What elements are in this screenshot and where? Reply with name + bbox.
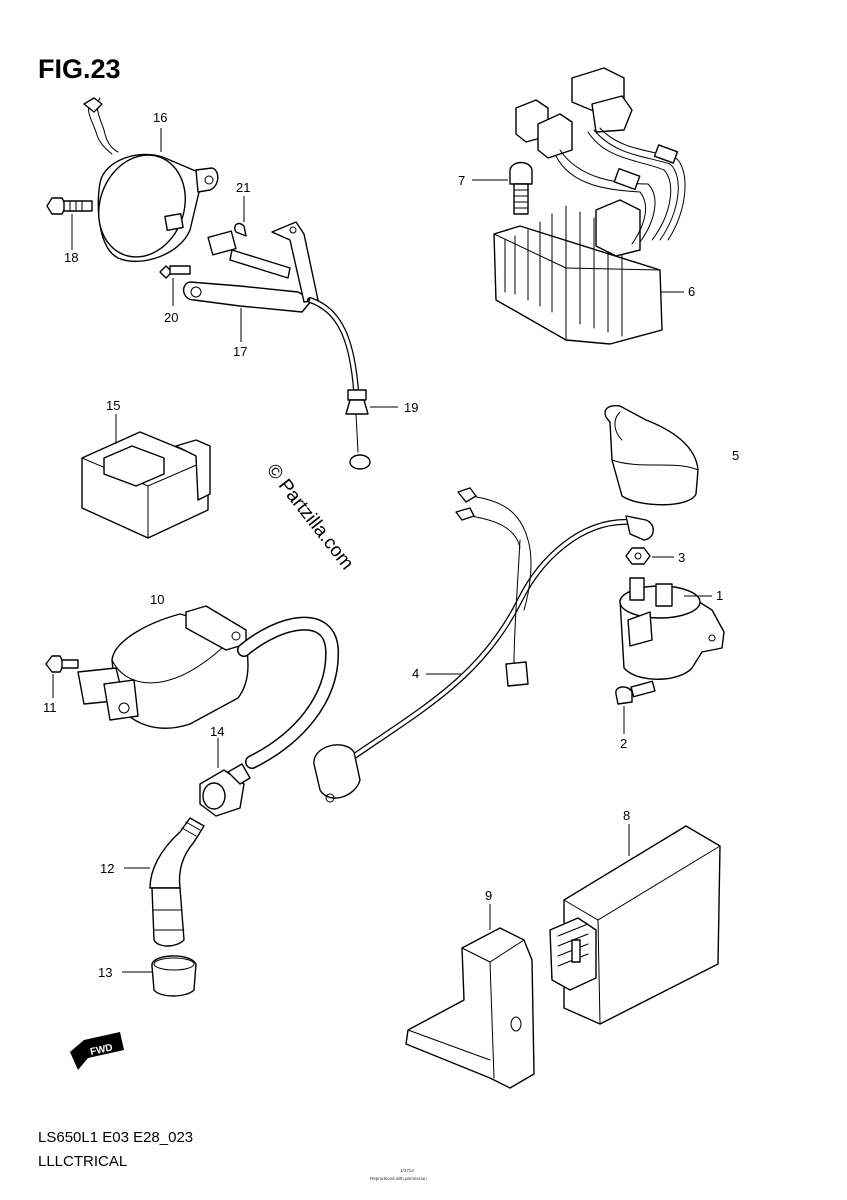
callout-16: 16 (153, 110, 167, 125)
small-print-2: Reproduced with permission (370, 1176, 427, 1181)
callout-6: 6 (688, 284, 695, 299)
callout-14: 14 (210, 724, 224, 739)
part-10-ignition-coil (77, 605, 249, 729)
part-21-clip (234, 222, 247, 237)
callout-12: 12 (100, 861, 114, 876)
callout-4: 4 (412, 666, 419, 681)
callout-13: 13 (98, 965, 112, 980)
figure-title: FIG.23 (38, 54, 121, 84)
part-19-switch (307, 297, 371, 470)
section-name: LLLCTRICAL (38, 1153, 127, 1170)
part-14-seal (199, 763, 251, 817)
callout-2: 2 (620, 736, 627, 751)
callout-7: 7 (458, 173, 465, 188)
watermark: © Partzilla.com (262, 460, 357, 574)
callout-1: 1 (716, 588, 723, 603)
part-9-bracket (405, 927, 535, 1089)
part-6-regulator (493, 67, 686, 345)
part-11-bolt (45, 655, 79, 673)
fwd-arrow-icon: FWD (70, 1032, 124, 1070)
coil-lead (237, 616, 340, 769)
part-1-starter-relay (619, 577, 725, 680)
callout-15: 15 (106, 398, 120, 413)
part-15-relay (81, 431, 211, 539)
part-13-cover (151, 955, 197, 997)
part-7-bolt (509, 161, 533, 215)
part-20-screw (159, 265, 191, 279)
fwd-label: FWD (89, 1042, 114, 1057)
callout-3: 3 (678, 550, 685, 565)
callout-5: 5 (732, 448, 739, 463)
part-16-drawing (83, 97, 219, 263)
part-17-bracket (183, 221, 319, 313)
callout-21: 21 (236, 180, 250, 195)
part-12-plug-cap (149, 817, 205, 947)
callout-18: 18 (64, 250, 78, 265)
callout-19: 19 (404, 400, 418, 415)
part-8-ecm (549, 825, 721, 1025)
callout-20: 20 (164, 310, 178, 325)
part-3-nut (625, 547, 651, 565)
part-4-harness (313, 487, 654, 803)
callout-9: 9 (485, 888, 492, 903)
callout-17: 17 (233, 344, 247, 359)
part-5-cap (604, 405, 699, 506)
callout-10: 10 (150, 592, 164, 607)
small-print-1: 1/3713 (400, 1168, 414, 1173)
callout-8: 8 (623, 808, 630, 823)
part-2-screw (615, 680, 656, 705)
model-code: LS650L1 E03 E28_023 (38, 1129, 193, 1146)
callout-11: 11 (43, 700, 57, 715)
part-18-bolt (46, 197, 93, 215)
